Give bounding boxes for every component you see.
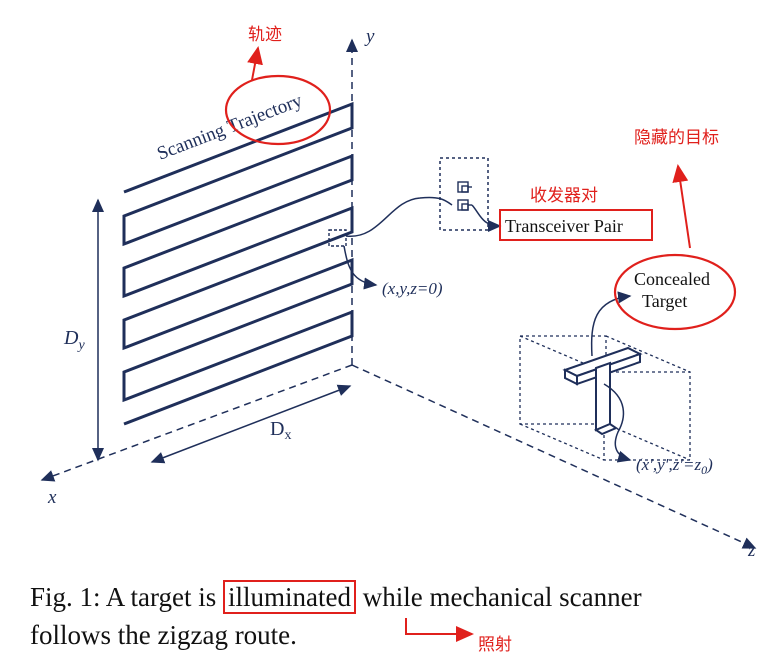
y-axis-label: y [364,26,375,47]
target-coordinate-label: (x′,y′,z′=z0) [636,455,713,477]
transceiver-antenna-icon [457,181,472,211]
illuminated-highlight: illuminated [223,580,357,614]
scanner-diagram: y x z Dy Dx Scanning Trajectory 轨迹 (x,y,… [40,25,757,561]
transceiver-box [439,157,489,231]
target-cube [519,335,691,461]
trajectory-annotation: 轨迹 [248,25,282,45]
target-annotation: 隐藏的目标 [634,128,719,148]
target-coordinate-leader [603,383,632,463]
x-axis-label: x [47,487,57,508]
caption-suffix: while mechanical scanner [362,582,642,612]
concealed-target-leader [590,291,632,357]
concealed-target-label-line2: Target [642,291,687,311]
dx-dimension-line [150,384,352,464]
caption-line-1: Fig. 1: A target is illuminated while me… [30,578,766,616]
figure-caption: Fig. 1: A target is illuminated while me… [30,578,766,654]
x-axis [40,364,353,482]
illuminated-annotation: 照射 [405,618,512,655]
illuminated-annotation-text: 照射 [478,635,512,655]
antenna-to-transceiver-curve [345,196,453,237]
trajectory-annotation-arrow [247,46,263,81]
transceiver-label: Transceiver Pair [505,216,623,236]
origin-coordinate-label: (x,y,z=0) [382,279,443,298]
caption-line-2: follows the zigzag route. [30,620,297,650]
antenna-marker [328,229,347,247]
z-axis [351,364,757,549]
illuminated-annotation-arrow [405,618,474,642]
transceiver-leader-arrow [471,204,502,232]
concealed-target-label-line1: Concealed [634,269,710,289]
transceiver-annotation: 收发器对 [530,186,598,206]
trajectory-highlight-circle [224,74,332,146]
z-axis-label: z [747,540,756,561]
t-shaped-target [562,346,643,436]
scanning-trajectory [122,101,354,426]
target-annotation-arrow [672,164,691,249]
transceiver-label-box [499,209,653,241]
origin-leader-curve [343,245,378,290]
dy-label: Dy [63,327,85,353]
dx-label: Dx [270,418,291,443]
caption-prefix: Fig. 1: A target is [30,582,217,612]
target-highlight-circle [613,253,737,331]
